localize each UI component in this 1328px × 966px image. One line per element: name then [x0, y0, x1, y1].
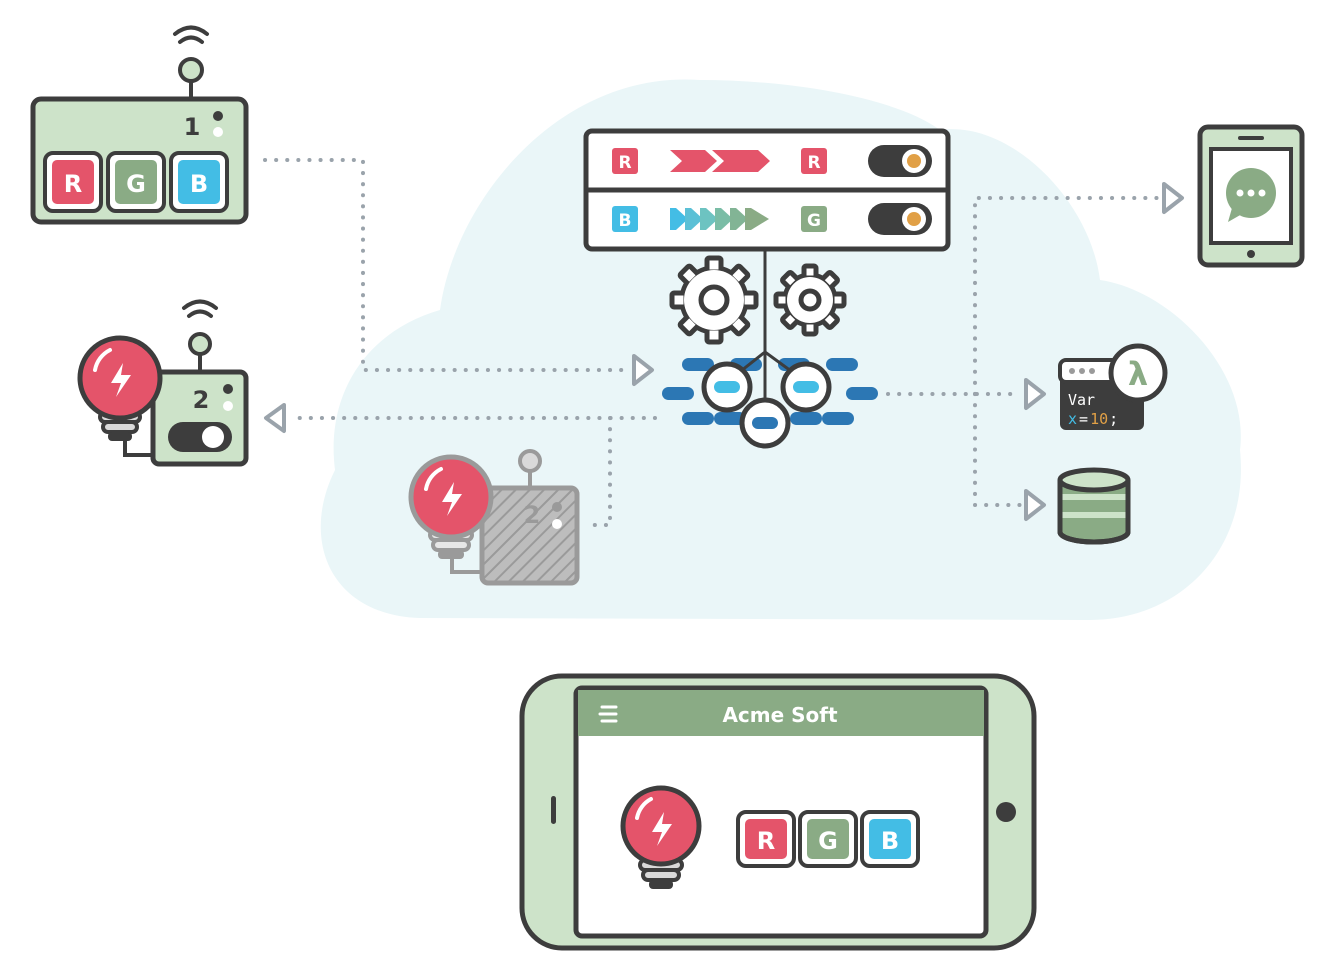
rgb-button-g[interactable]: G [106, 151, 166, 213]
device-2-number: 2 [193, 386, 210, 414]
phone-icon: Acme Soft R G B [519, 673, 1037, 951]
node-ring [701, 361, 753, 413]
rule-row-1: R R [612, 145, 932, 177]
cloud-icon [320, 79, 1241, 620]
arrow-to-broker [632, 354, 654, 386]
wifi-icon [182, 299, 218, 318]
bolt-icon [111, 363, 131, 397]
rule-target-badge [801, 206, 827, 232]
rule-toggle-2[interactable] [868, 203, 932, 235]
rule-toggle-1[interactable] [868, 145, 932, 177]
arrow-to-database [1024, 489, 1046, 521]
rules-panel: R R B [583, 128, 951, 355]
app-button-b[interactable]: B [860, 810, 920, 868]
database-icon [1057, 467, 1131, 545]
rule-source-badge [612, 206, 638, 232]
flow-arrows-gradient [670, 208, 769, 230]
bulb-icon[interactable] [620, 785, 702, 889]
code-line-2: x=10; [1068, 410, 1118, 428]
svg-text:B: B [190, 170, 208, 198]
code-line-1: Var [1068, 391, 1095, 409]
app-title: Acme Soft [722, 703, 838, 727]
app-button-r[interactable]: R [736, 810, 796, 868]
svg-text:G: G [807, 211, 821, 231]
bulb-icon [77, 335, 163, 441]
antenna-knob [178, 57, 204, 83]
svg-text:R: R [807, 153, 820, 173]
bolt-icon [652, 812, 672, 846]
svg-text:λ: λ [1128, 355, 1148, 393]
device-2: 2 [77, 299, 249, 467]
gear-icon [669, 255, 759, 345]
svg-text:B: B [881, 827, 899, 855]
message-broker [662, 350, 878, 449]
chat-icon [1226, 168, 1276, 222]
lambda-icon: λ [1108, 343, 1168, 403]
arrow-to-lambda [1024, 378, 1046, 410]
arrow-to-device2 [264, 403, 286, 433]
rgb-button-b[interactable]: B [169, 151, 229, 213]
device-2-ghost-number: 2 [524, 501, 541, 529]
tablet-icon [1197, 124, 1305, 268]
device-1: 1 R G B [30, 25, 249, 225]
rgb-button-r[interactable]: R [43, 151, 103, 213]
arrow-to-tablet [1162, 182, 1184, 214]
rule-row-2: B G [612, 203, 932, 235]
device-2-ghost: 2 [408, 449, 580, 586]
lambda-card: Var x=10; λ [1058, 343, 1168, 430]
rule-target-badge [801, 148, 827, 174]
node-ring [780, 361, 832, 413]
svg-text:R: R [618, 153, 631, 173]
gear-icon [773, 263, 847, 337]
svg-text:G: G [126, 170, 146, 198]
svg-text:B: B [619, 211, 632, 231]
app-header [578, 690, 984, 736]
svg-text:R: R [757, 827, 775, 855]
svg-text:R: R [64, 170, 82, 198]
rule-source-badge [612, 148, 638, 174]
wifi-icon [173, 25, 209, 44]
toggle-switch[interactable] [168, 422, 232, 452]
menu-icon[interactable] [598, 705, 618, 723]
app-button-g[interactable]: G [798, 810, 858, 868]
flow-arrows-red [670, 150, 770, 172]
node-ring [739, 397, 791, 449]
bulb-icon [408, 454, 494, 559]
svg-text:G: G [818, 827, 838, 855]
bolt-icon [442, 482, 462, 516]
connector-arrows [264, 182, 1184, 521]
device-1-number: 1 [184, 113, 201, 141]
connectors [263, 158, 1160, 527]
